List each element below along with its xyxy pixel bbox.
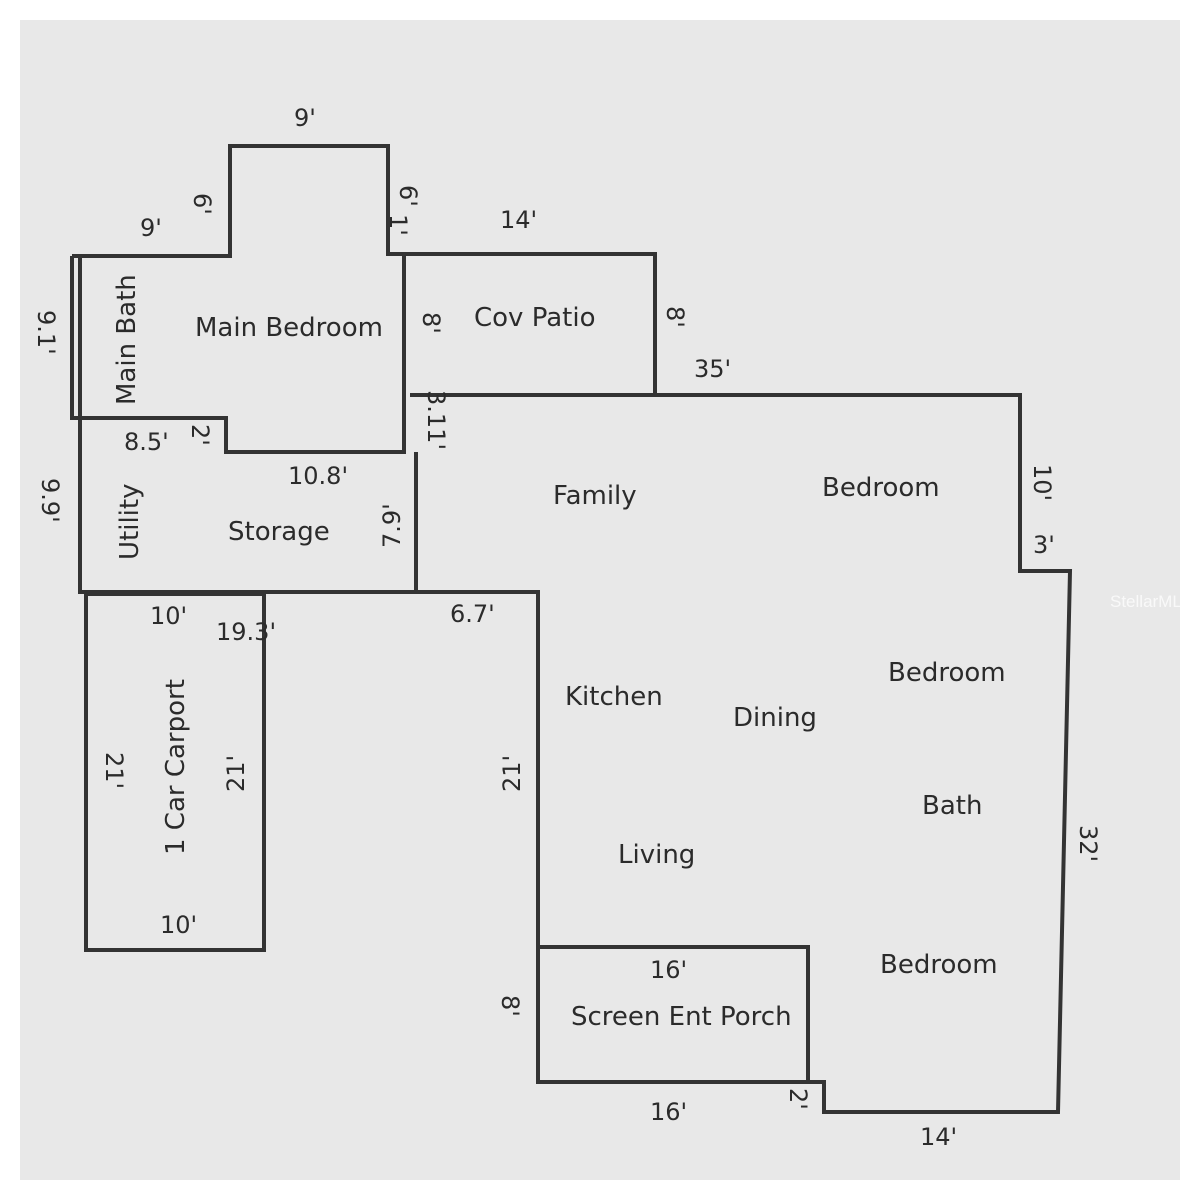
dim-utility-8-5: 8.5' bbox=[124, 428, 169, 456]
dim-right-32: 32' bbox=[1074, 825, 1102, 862]
paper-background bbox=[20, 20, 1180, 1180]
dim-notch-2: 2' bbox=[186, 424, 214, 446]
room-screen-porch: Screen Ent Porch bbox=[571, 1002, 792, 1032]
dim-kitchen-6-7: 6.7' bbox=[450, 600, 495, 628]
room-bedroom-3: Bedroom bbox=[880, 950, 998, 980]
dim-3-11: 3.11' bbox=[422, 390, 450, 450]
screen-porch-wall bbox=[538, 945, 810, 1082]
room-main-bedroom: Main Bedroom bbox=[195, 313, 383, 343]
dim-bed-top: 9' bbox=[294, 104, 316, 132]
dim-kitchen-21: 21' bbox=[498, 755, 526, 792]
room-bedroom-2: Bedroom bbox=[888, 658, 1006, 688]
room-storage: Storage bbox=[228, 517, 330, 547]
dimension-labels: 9' 6' 9' 6' 1' 14' 9.1' 8' 8' 35' 3.11' … bbox=[32, 104, 1102, 1151]
room-living: Living bbox=[618, 840, 695, 870]
dim-patio-top: 14' bbox=[500, 206, 537, 234]
room-family: Family bbox=[553, 481, 637, 511]
room-cov-patio: Cov Patio bbox=[474, 303, 595, 333]
watermark: StellarMLS bbox=[1110, 592, 1193, 611]
dim-left-9-9: 9.9' bbox=[36, 478, 64, 523]
dim-porch-8: 8' bbox=[496, 995, 524, 1017]
room-bath: Bath bbox=[922, 791, 982, 821]
dim-right-10: 10' bbox=[1028, 464, 1056, 501]
dim-bed-side-left: 6' bbox=[188, 193, 216, 215]
room-labels: Main Bath Main Bedroom Cov Patio Utility… bbox=[112, 274, 1006, 1032]
dim-carport-21-right: 21' bbox=[222, 755, 250, 792]
dim-notch-1: 1' bbox=[384, 214, 412, 236]
room-kitchen: Kitchen bbox=[565, 682, 663, 712]
dim-patio-left: 8' bbox=[417, 312, 445, 334]
room-dining: Dining bbox=[733, 703, 817, 733]
dim-right-3: 3' bbox=[1033, 531, 1055, 559]
room-utility: Utility bbox=[115, 484, 145, 560]
dim-carport-19-3: 19.3' bbox=[216, 618, 276, 646]
dim-patio-right: 8' bbox=[661, 306, 689, 328]
dim-carport-21-left: 21' bbox=[100, 752, 128, 789]
floor-plan-walls bbox=[70, 144, 1073, 1114]
dim-storage-10-8: 10.8' bbox=[288, 462, 348, 490]
dim-bath-top: 9' bbox=[140, 214, 162, 242]
house-main-wall bbox=[410, 393, 1073, 1114]
cov-patio-wall bbox=[404, 252, 657, 393]
dim-porch-16-top: 16' bbox=[650, 956, 687, 984]
room-bedroom-1: Bedroom bbox=[822, 473, 940, 503]
dim-bed-side-right: 6' bbox=[394, 185, 422, 207]
main-bath-outline bbox=[70, 256, 80, 420]
dim-porch-16-bottom: 16' bbox=[650, 1098, 687, 1126]
dim-storage-7-9: 7.9' bbox=[378, 503, 406, 548]
room-carport: 1 Car Carport bbox=[161, 679, 191, 855]
dim-bottom-14: 14' bbox=[920, 1123, 957, 1151]
dim-house-top: 35' bbox=[694, 355, 731, 383]
dim-porch-2: 2' bbox=[784, 1088, 812, 1110]
dim-left-9-1: 9.1' bbox=[32, 310, 60, 355]
dim-carport-top: 10' bbox=[150, 602, 187, 630]
room-main-bath: Main Bath bbox=[112, 274, 142, 405]
dim-carport-bottom: 10' bbox=[160, 911, 197, 939]
